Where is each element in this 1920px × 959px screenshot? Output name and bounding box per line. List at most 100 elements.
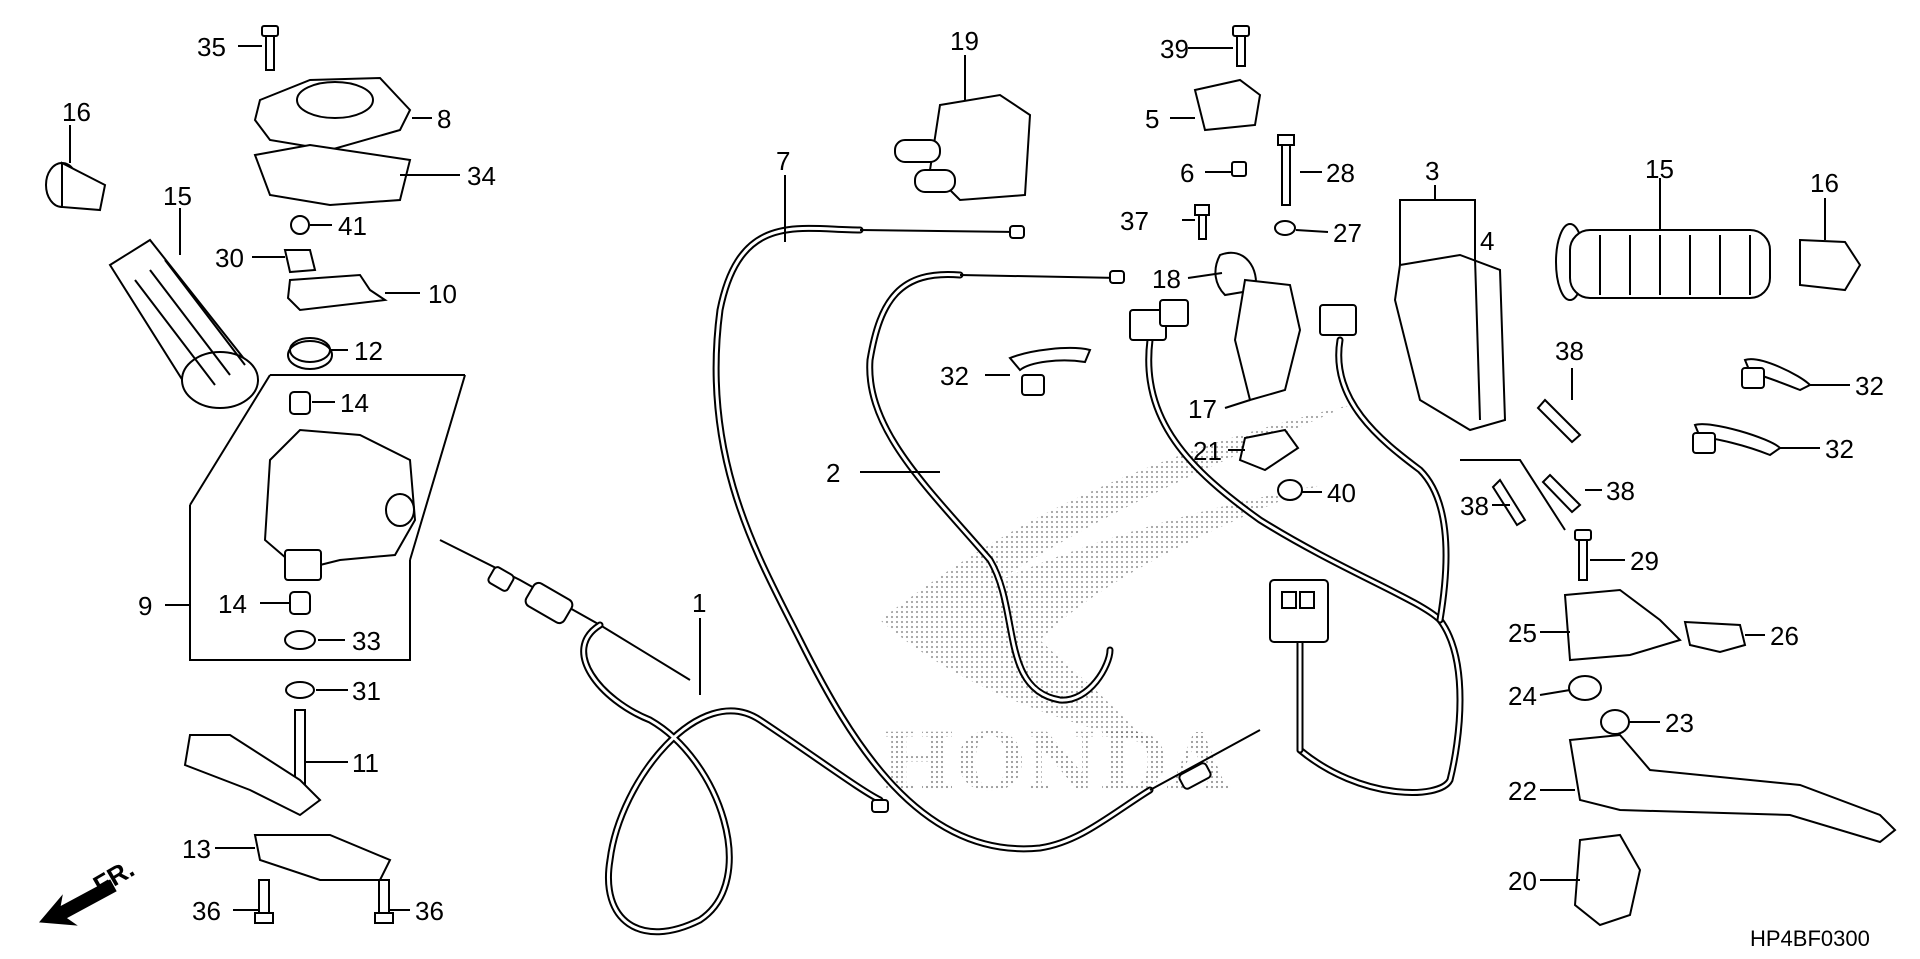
screw-38b [1541, 473, 1582, 514]
rubber-26 [1683, 620, 1747, 654]
callout-9: 9 [138, 591, 152, 621]
grip-end-16-right [1799, 238, 1862, 292]
callout-30: 30 [215, 243, 244, 273]
callout-32b: 32 [1855, 371, 1884, 401]
washer-31 [285, 681, 315, 699]
grip-end-16-left [45, 161, 107, 212]
bracket-10 [286, 273, 388, 312]
callout-31: 31 [352, 676, 381, 706]
bolt-35 [261, 25, 279, 71]
watermark-text: HONDA [880, 715, 1231, 809]
washer-33 [284, 630, 316, 650]
callout-6: 6 [1180, 158, 1194, 188]
callout-38b: 38 [1606, 476, 1635, 506]
relay-5 [1193, 78, 1262, 132]
band-32b [1741, 358, 1812, 392]
callout-18: 18 [1152, 264, 1181, 294]
callout-24: 24 [1508, 681, 1537, 711]
part-6 [1231, 161, 1247, 177]
callout-38c: 38 [1460, 491, 1489, 521]
screw-38c [1491, 478, 1527, 527]
callout-23: 23 [1665, 708, 1694, 738]
throttle-cable-7 [712, 224, 1154, 853]
callout-37: 37 [1120, 206, 1149, 236]
leader-lines [69, 45, 1850, 911]
callout-1: 1 [692, 588, 706, 618]
callout-29: 29 [1630, 546, 1659, 576]
throttle-lever-11 [183, 709, 322, 817]
callout-13: 13 [182, 834, 211, 864]
callout-35: 35 [197, 32, 226, 62]
cable-end-lower [1149, 729, 1261, 791]
piece-30 [283, 249, 317, 274]
callout-28: 28 [1326, 158, 1355, 188]
callout-15-left: 15 [163, 181, 192, 211]
callout-33: 33 [352, 626, 381, 656]
callout-32a: 32 [940, 361, 969, 391]
band-32c [1692, 423, 1782, 457]
screw-29 [1574, 529, 1592, 581]
callout-21: 21 [1193, 436, 1222, 466]
switch-19 [894, 93, 1032, 202]
connector-block [1269, 579, 1329, 643]
nut-41 [290, 215, 310, 235]
holder-20 [1573, 833, 1642, 927]
grip-15-right [1555, 223, 1771, 301]
callout-22: 22 [1508, 776, 1537, 806]
callout-15-right: 15 [1645, 154, 1674, 184]
band-32a [1008, 347, 1092, 396]
washer-14a [289, 391, 311, 415]
callout-36a: 36 [192, 896, 221, 926]
callout-7: 7 [776, 146, 790, 176]
callout-36b: 36 [415, 896, 444, 926]
callout-8: 8 [437, 104, 451, 134]
callout-12: 12 [354, 336, 383, 366]
callout-4: 4 [1480, 226, 1494, 256]
callout-3: 3 [1425, 156, 1439, 186]
honda-wing-watermark: HONDA [880, 405, 1350, 809]
switch-housing-3-4 [1393, 253, 1507, 432]
callout-20: 20 [1508, 866, 1537, 896]
callout-41: 41 [338, 211, 367, 241]
switch-wire-harness [1129, 299, 1464, 796]
callout-39: 39 [1160, 34, 1189, 64]
plate-13 [253, 834, 392, 881]
callout-labels: 35 8 34 41 30 10 12 14 16 15 9 14 33 31 … [62, 26, 1884, 926]
callout-14a: 14 [340, 388, 369, 418]
diagram-code: HP4BF0300 [1750, 926, 1870, 951]
gasket-34 [253, 143, 412, 207]
callout-26: 26 [1770, 621, 1799, 651]
callout-25: 25 [1508, 618, 1537, 648]
lever-22 [1568, 733, 1897, 844]
screw-38a [1536, 398, 1582, 444]
spring-27 [1274, 220, 1296, 236]
grip-15-left [108, 238, 259, 409]
nut-40 [1277, 479, 1303, 501]
callout-5: 5 [1145, 104, 1159, 134]
callout-40: 40 [1327, 478, 1356, 508]
front-direction-arrow: FR. [38, 853, 139, 926]
callout-27: 27 [1333, 218, 1362, 248]
throttle-housing-cover-8 [253, 76, 412, 152]
bolt-28 [1277, 134, 1295, 206]
callout-19: 19 [950, 26, 979, 56]
screw-36b [374, 879, 394, 924]
throttle-housing-9 [189, 374, 466, 661]
callout-32c: 32 [1825, 434, 1854, 464]
callout-2: 2 [826, 458, 840, 488]
callout-38a: 38 [1555, 336, 1584, 366]
choke-cable-1 [439, 539, 889, 936]
cap-23 [1600, 709, 1630, 735]
spring-12 [287, 337, 333, 370]
bracket-25 [1563, 588, 1682, 662]
callout-10: 10 [428, 279, 457, 309]
cable-2 [866, 270, 1125, 704]
callout-16-right: 16 [1810, 168, 1839, 198]
callout-34: 34 [467, 161, 496, 191]
screw-37 [1194, 204, 1210, 240]
callout-14b: 14 [218, 589, 247, 619]
callout-17: 17 [1188, 394, 1217, 424]
screw-36a [254, 879, 274, 924]
washer-14b [289, 591, 311, 615]
bracket-17 [1233, 278, 1302, 402]
